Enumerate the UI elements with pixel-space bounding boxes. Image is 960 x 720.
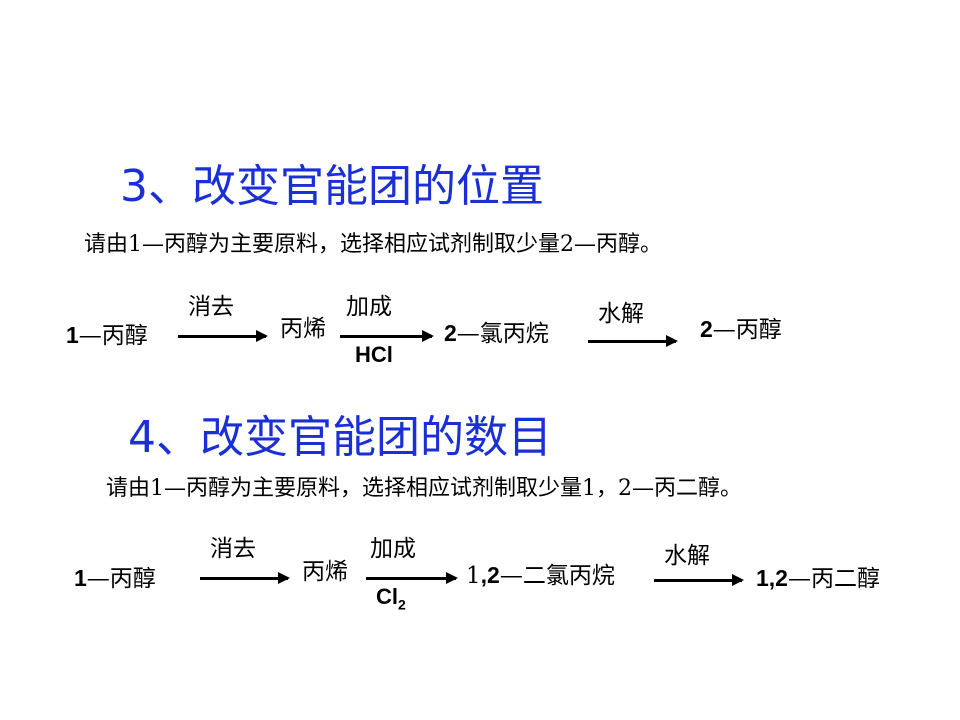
step-2-reagent: Cl2 xyxy=(376,584,406,613)
step-2-label: 加成 xyxy=(370,536,416,562)
reaction-arrow xyxy=(366,572,458,584)
step-3-label: 水解 xyxy=(664,543,710,569)
reaction-arrow xyxy=(654,574,744,586)
step-2-reagent: HCl xyxy=(355,342,393,367)
section-3-task: 请由1—丙醇为主要原料，选择相应试剂制取少量2—丙醇。 xyxy=(84,232,662,257)
reaction-arrow xyxy=(340,330,434,342)
step-2-label: 加成 xyxy=(346,294,392,320)
start-compound: 1—丙醇 xyxy=(74,565,156,592)
intermediate-1: 丙烯 xyxy=(280,316,326,342)
section-3-title: 3、改变官能团的位置 xyxy=(120,161,544,212)
section-4-task: 请由1—丙醇为主要原料，选择相应试剂制取少量1，2—丙二醇。 xyxy=(106,476,742,501)
start-compound: 1—丙醇 xyxy=(66,322,148,349)
product: 1,2—丙二醇 xyxy=(756,565,880,592)
reaction-arrow xyxy=(178,330,268,342)
product: 2—丙醇 xyxy=(700,316,782,343)
step-1-label: 消去 xyxy=(188,294,234,320)
intermediate-1: 丙烯 xyxy=(302,559,348,585)
intermediate-2: 1,2—二氯丙烷 xyxy=(466,562,615,589)
reaction-arrow xyxy=(200,572,290,584)
step-1-label: 消去 xyxy=(210,536,256,562)
reaction-arrow xyxy=(588,335,678,347)
step-3-label: 水解 xyxy=(598,301,644,327)
intermediate-2: 2—氯丙烷 xyxy=(444,320,549,347)
section-4-title: 4、改变官能团的数目 xyxy=(128,412,552,463)
